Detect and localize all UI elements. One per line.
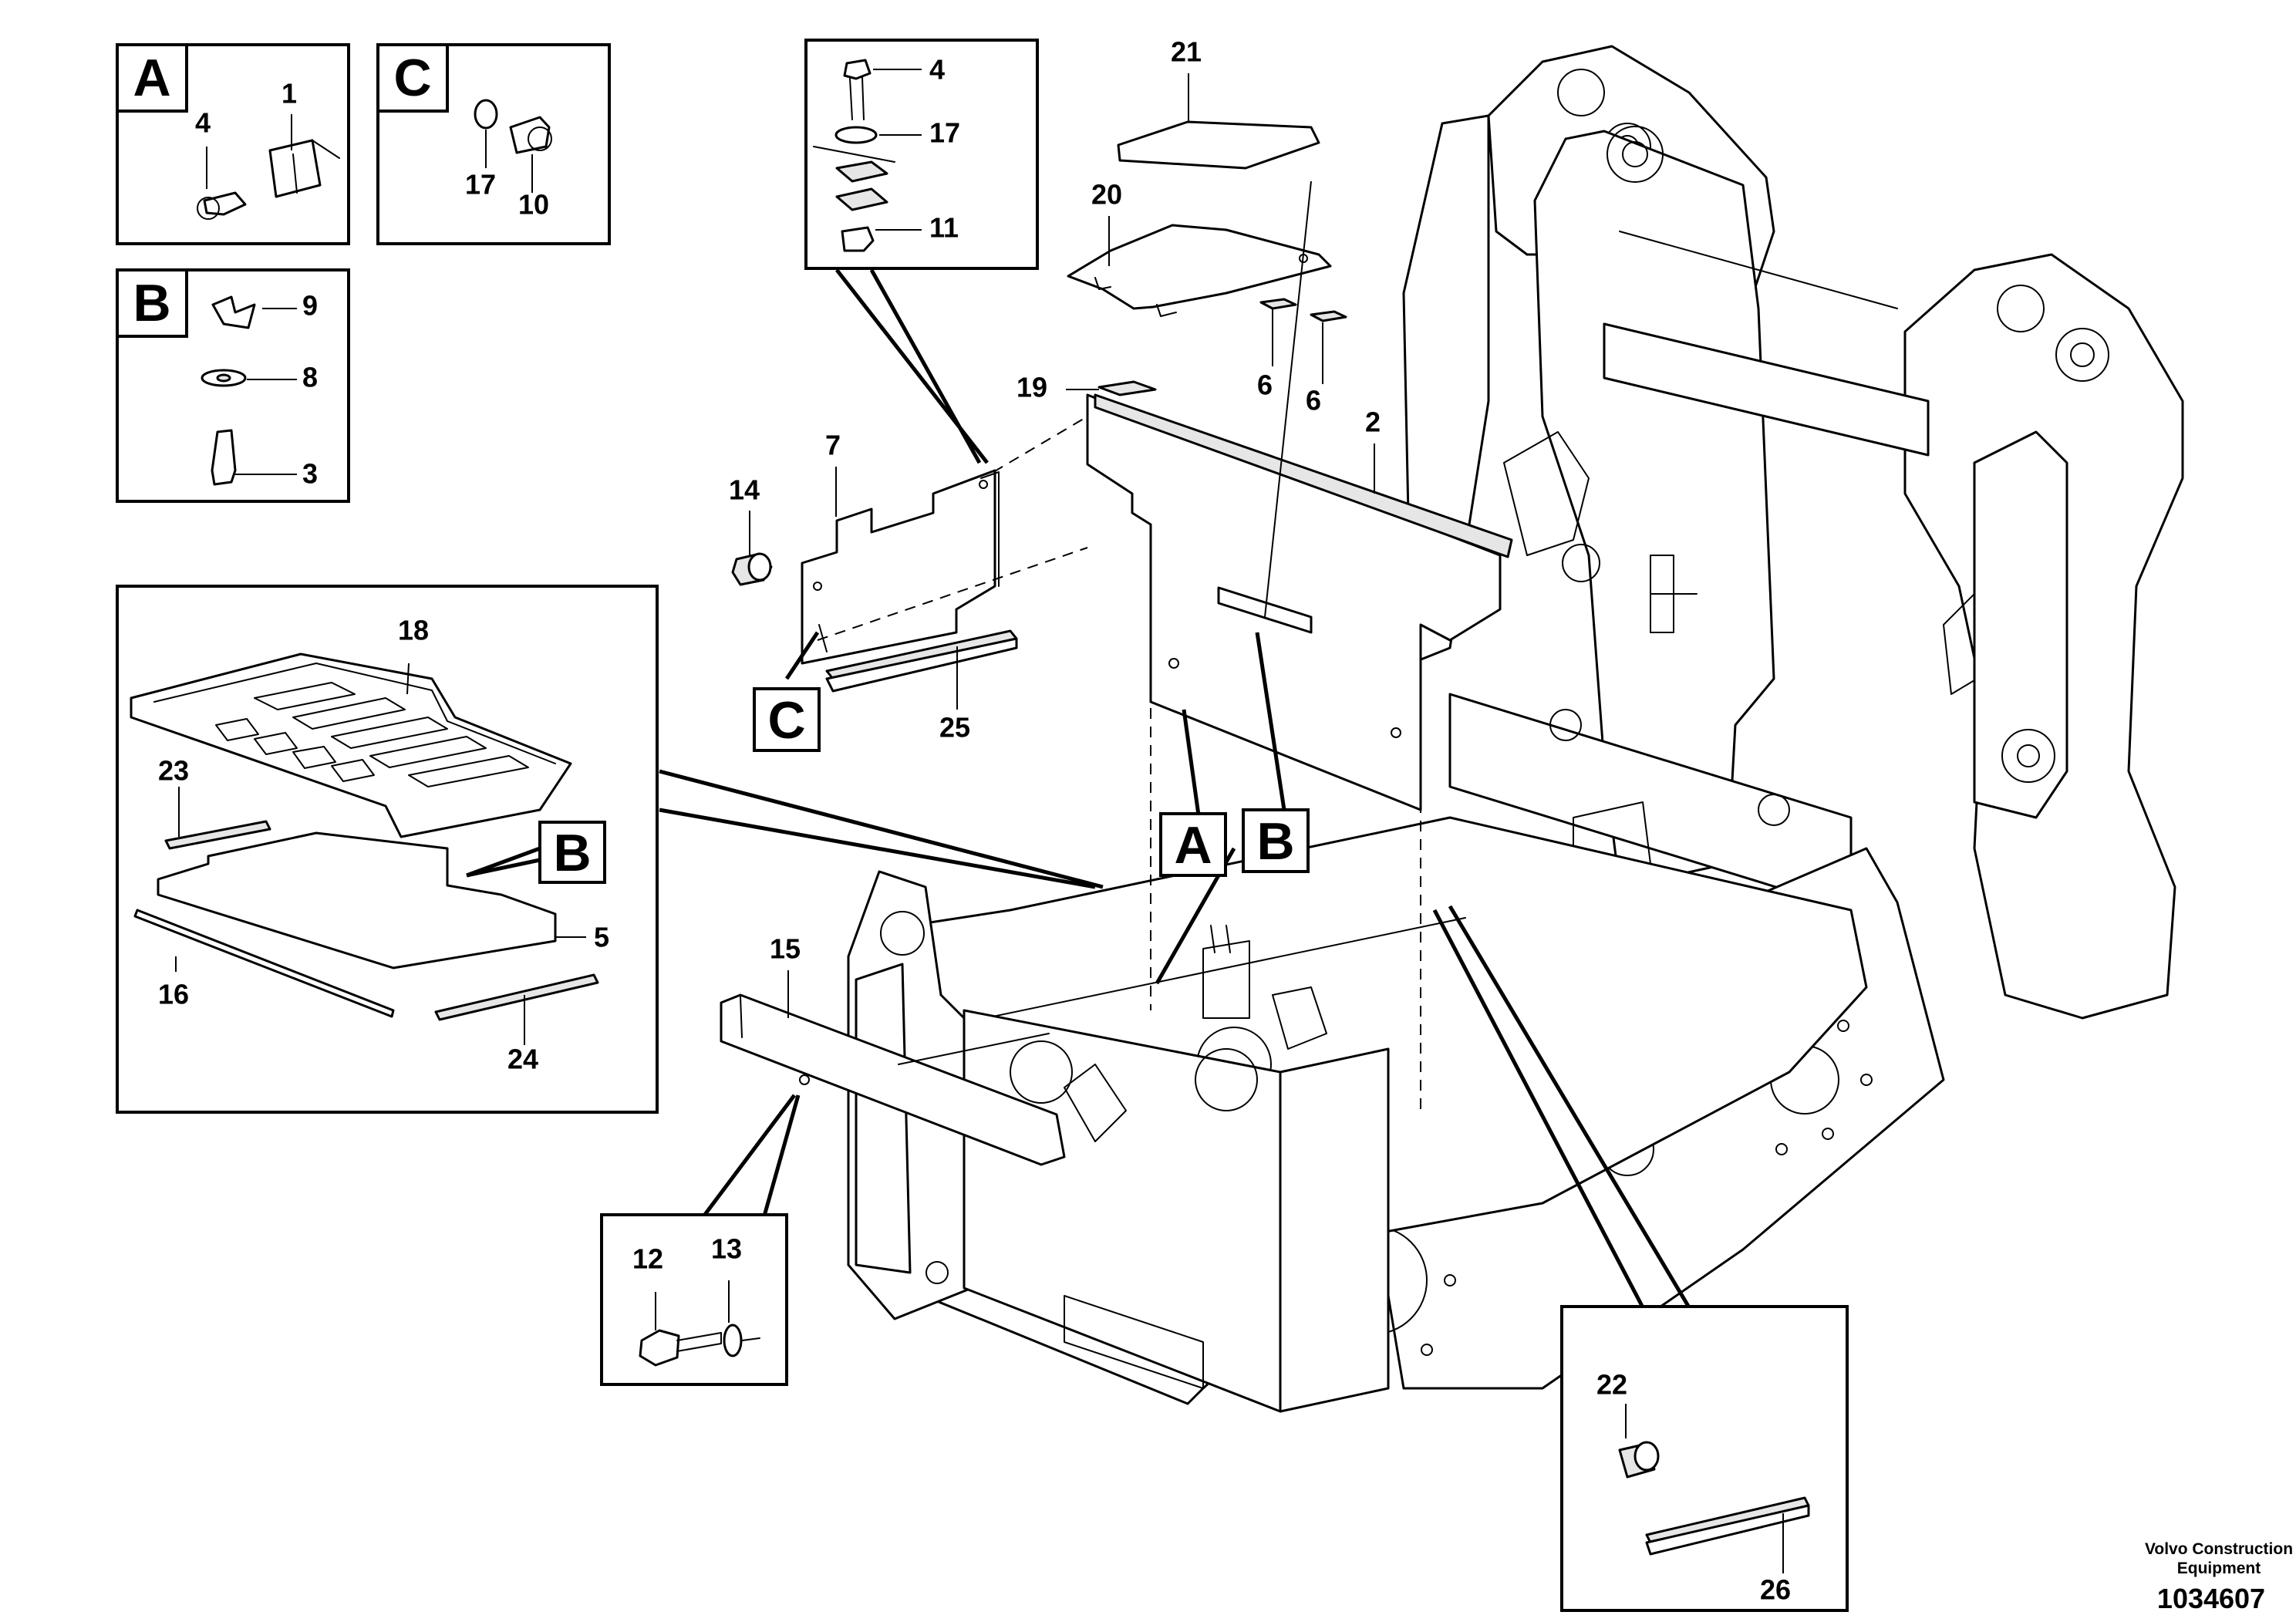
- callout-26: 26: [1760, 1574, 1791, 1606]
- document-id: 1034607: [2157, 1583, 2265, 1614]
- part-21-pad: [1117, 120, 1320, 170]
- inset-B-letter: B: [133, 274, 170, 332]
- footer: Volvo Construction Equipment 1034607: [2145, 1540, 2293, 1614]
- chassis-frame: [847, 45, 2184, 1413]
- callout-25: 25: [939, 712, 970, 744]
- part-19-pad: [1097, 380, 1157, 396]
- callout-B-8: 8: [302, 362, 318, 393]
- inset-22-26: 22 26: [1560, 1305, 1849, 1612]
- inset-mat: 18 23 5 16 24 B: [116, 585, 659, 1114]
- callout-23: 23: [158, 755, 189, 787]
- callout-12: 12: [632, 1243, 663, 1275]
- part-6-pads: [1259, 298, 1347, 322]
- callout-B-9: 9: [302, 290, 318, 322]
- part-15-shield: [720, 993, 1066, 1166]
- inset-12-13: 12 13: [600, 1213, 788, 1386]
- inset-A-letter: A: [133, 49, 170, 107]
- inset-4-17-11: 4 17 11: [804, 39, 1039, 270]
- label-A-main: A: [1174, 816, 1212, 875]
- callout-15: 15: [770, 933, 801, 965]
- guide-dashed-2: [817, 547, 1088, 641]
- callout-14: 14: [729, 474, 760, 506]
- part-2-back-panel: [1086, 393, 1513, 811]
- callout-19: 19: [1017, 372, 1047, 403]
- brand-line-1: Volvo Construction: [2145, 1540, 2293, 1558]
- pointer-B: [1255, 632, 1286, 811]
- part-14-clip: [731, 552, 773, 586]
- callout-13: 13: [711, 1233, 742, 1265]
- part-25-strip: [825, 629, 1018, 693]
- callout-6a: 6: [1257, 369, 1273, 401]
- callout-B-3: 3: [302, 458, 318, 490]
- main-callouts: 21 20 19 6 6 2 7 14 25 15: [729, 36, 1381, 1018]
- brand-line-2: Equipment: [2177, 1560, 2261, 1577]
- callout-4: 4: [929, 54, 945, 86]
- part-20-bracket: [1067, 224, 1332, 317]
- callout-20: 20: [1091, 179, 1122, 211]
- callout-7: 7: [825, 430, 841, 461]
- inset-B-left: B 9 8 3: [116, 268, 350, 503]
- callout-5: 5: [594, 922, 609, 953]
- callout-C-10: 10: [518, 189, 549, 221]
- inset-C-letter: C: [393, 49, 431, 107]
- callout-17: 17: [929, 117, 960, 149]
- callout-C-17: 17: [465, 169, 496, 201]
- callout-22: 22: [1596, 1369, 1627, 1401]
- part-7-shield: [801, 469, 1000, 665]
- inset-A: A 4 1: [116, 43, 350, 245]
- inset-C-top: C 17 10: [376, 43, 611, 245]
- callout-18: 18: [398, 615, 429, 646]
- guide-line-20-to-panel: [1264, 180, 1312, 618]
- pointer-inset-26: [1432, 905, 1691, 1309]
- pointer-inset-main: [659, 769, 1104, 889]
- pointer-C: [784, 631, 820, 680]
- pointer-inset-12: [700, 1094, 801, 1220]
- callout-6b: 6: [1306, 385, 1321, 416]
- guide-dashed-1: [993, 416, 1088, 473]
- callout-A-4: 4: [195, 107, 211, 139]
- callout-24: 24: [507, 1044, 538, 1075]
- callout-A-1: 1: [282, 78, 297, 110]
- label-B-main: B: [1256, 812, 1294, 871]
- callout-11: 11: [929, 212, 959, 244]
- letter-labels: C A B: [753, 687, 1310, 877]
- callout-21: 21: [1171, 36, 1202, 68]
- label-C-main: C: [767, 691, 805, 750]
- pointer-inset-4: [835, 268, 989, 464]
- inset-mat-B-letter: B: [553, 824, 591, 882]
- callout-16: 16: [158, 979, 189, 1010]
- callout-2: 2: [1365, 406, 1381, 438]
